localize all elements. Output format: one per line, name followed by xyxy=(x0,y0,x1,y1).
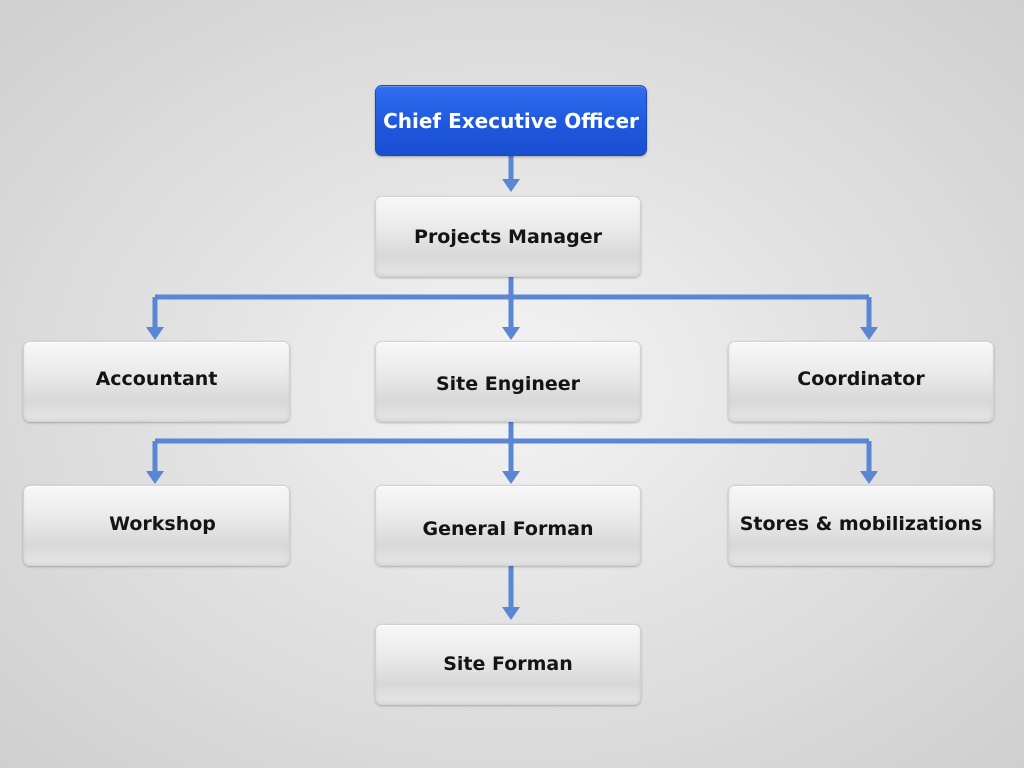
node-label: Workshop xyxy=(109,512,216,535)
arrowhead-workshop xyxy=(146,471,164,484)
arrowhead-projects-manager xyxy=(502,179,520,192)
node-general-forman: General Forman xyxy=(375,485,641,566)
node-workshop: Workshop xyxy=(23,485,290,566)
node-label: Coordinator xyxy=(797,367,925,390)
arrowhead-site-forman xyxy=(502,607,520,620)
arrowhead-stores xyxy=(860,471,878,484)
node-site-forman: Site Forman xyxy=(375,624,641,705)
node-stores-mobilizations: Stores & mobilizations xyxy=(728,485,994,566)
node-projects-manager: Projects Manager xyxy=(375,196,641,277)
node-label: General Forman xyxy=(422,517,594,540)
node-label: Projects Manager xyxy=(414,225,602,248)
node-label: Accountant xyxy=(95,367,218,390)
node-label: Site Forman xyxy=(443,652,573,675)
arrowhead-site-engineer xyxy=(502,327,520,340)
node-label: Site Engineer xyxy=(435,372,581,395)
node-label: Stores & mobilizations xyxy=(739,512,983,535)
arrowhead-accountant xyxy=(146,327,164,340)
node-coordinator: Coordinator xyxy=(728,341,994,422)
arrowhead-coordinator xyxy=(860,327,878,340)
node-site-engineer: Site Engineer xyxy=(375,341,641,422)
node-accountant: Accountant xyxy=(23,341,290,422)
node-label: Chief Executive Officer xyxy=(383,108,639,133)
node-chief-executive-officer: Chief Executive Officer xyxy=(375,85,647,156)
arrowhead-general-forman xyxy=(502,471,520,484)
